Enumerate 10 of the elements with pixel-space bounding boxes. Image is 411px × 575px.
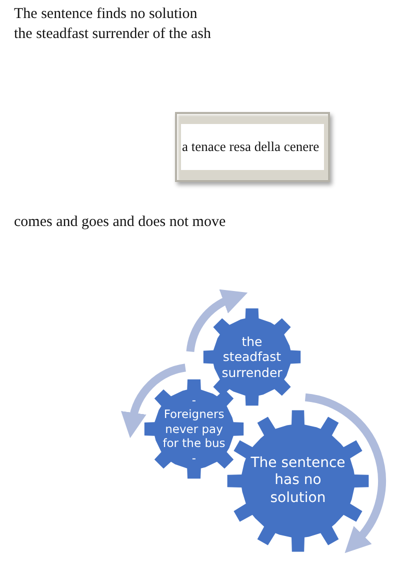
gear-label: The sentence has no solution	[250, 454, 346, 508]
text-line: comes and goes and does not move	[14, 214, 226, 231]
text-line: The sentence finds no solution	[14, 6, 198, 23]
gear	[227, 410, 369, 552]
text-line: the steadfast surrender of the ash	[14, 26, 212, 43]
gear	[203, 308, 301, 406]
gear-label: - Foreigners never pay for the bus -	[162, 393, 226, 465]
picture-text: a tenace resa della cenere	[181, 139, 320, 155]
gear-label: the steadfast surrender	[220, 334, 284, 380]
gear	[144, 379, 244, 479]
